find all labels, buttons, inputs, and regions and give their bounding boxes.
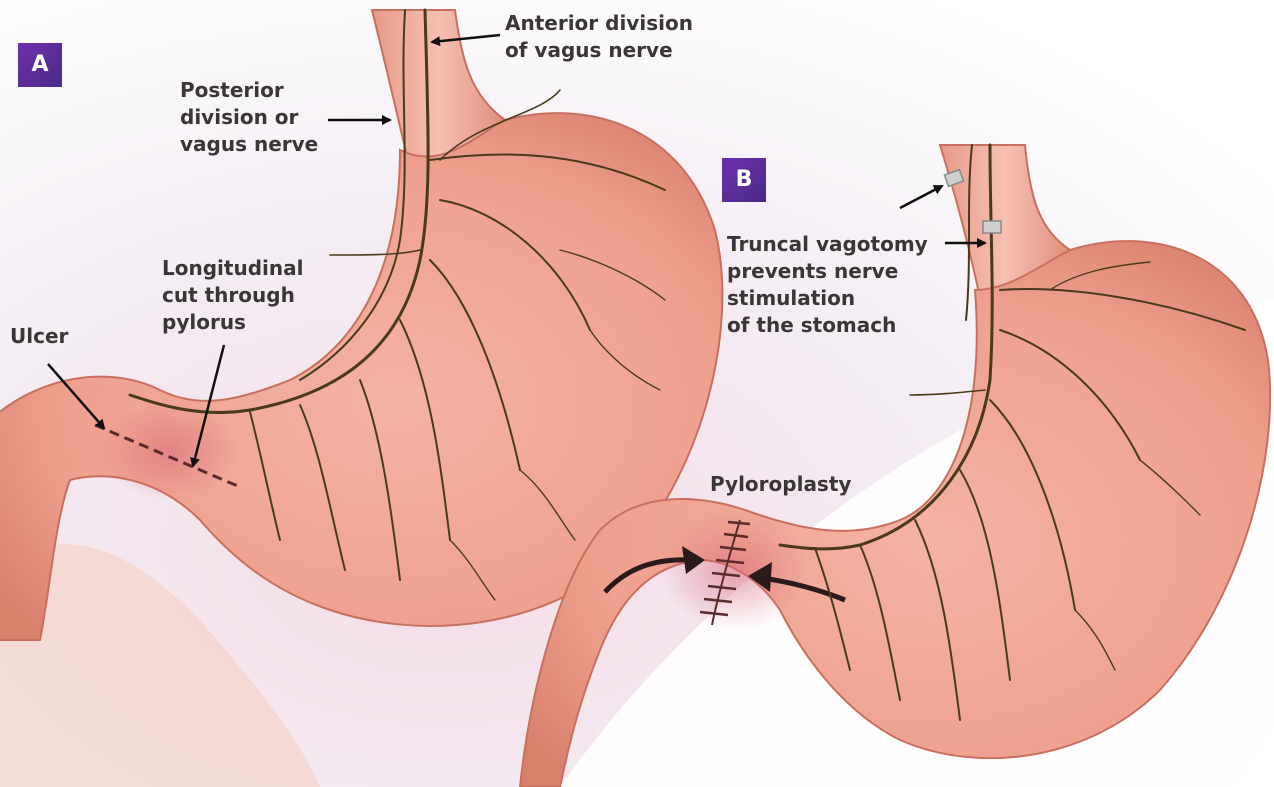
label-ulcer: Ulcer: [10, 323, 68, 350]
label-longitudinal-cut: Longitudinal cut through pylorus: [162, 255, 303, 336]
label-line: Truncal vagotomy: [727, 231, 928, 258]
label-line: Anterior division: [505, 10, 693, 37]
label-line: prevents nerve: [727, 258, 928, 285]
pylorus-a: [100, 400, 240, 500]
label-pyloroplasty: Pyloroplasty: [710, 471, 851, 498]
label-line: of vagus nerve: [505, 37, 693, 64]
label-line: of the stomach: [727, 312, 928, 339]
label-line: Posterior: [180, 77, 318, 104]
panel-a-badge: A: [18, 43, 62, 87]
label-line: Longitudinal: [162, 255, 303, 282]
panel-b-badge: B: [722, 158, 766, 202]
label-anterior-division: Anterior division of vagus nerve: [505, 10, 693, 64]
pylorus-b: [660, 510, 810, 630]
label-line: pylorus: [162, 309, 303, 336]
label-line: division or: [180, 104, 318, 131]
label-line: vagus nerve: [180, 131, 318, 158]
vagotomy-clip-2: [983, 221, 1001, 233]
label-posterior-division: Posterior division or vagus nerve: [180, 77, 318, 158]
label-truncal-vagotomy: Truncal vagotomy prevents nerve stimulat…: [727, 231, 928, 339]
label-line: stimulation: [727, 285, 928, 312]
label-line: cut through: [162, 282, 303, 309]
